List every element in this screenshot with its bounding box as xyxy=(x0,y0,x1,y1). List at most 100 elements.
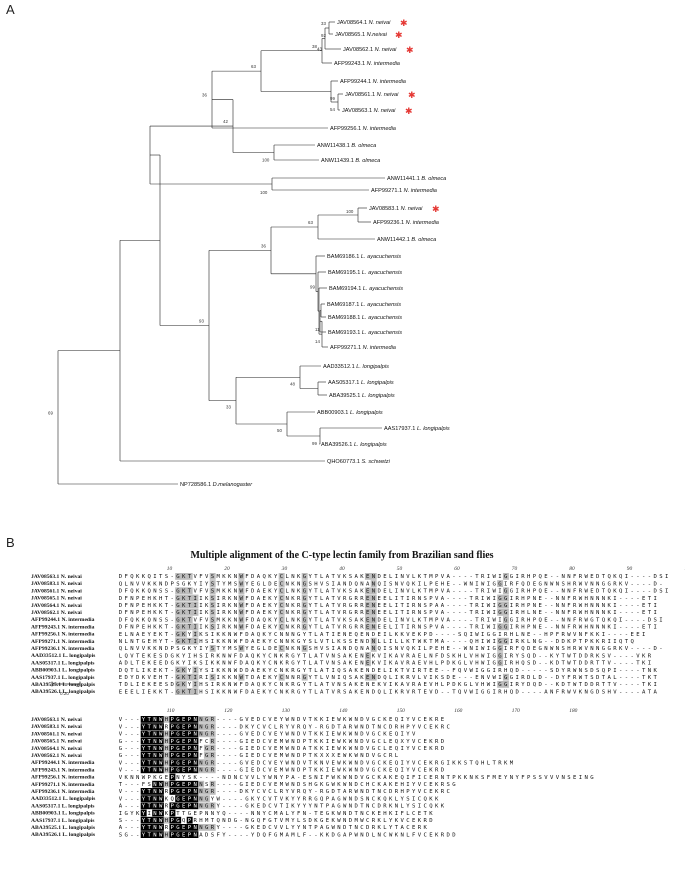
residue: E xyxy=(366,589,370,595)
residue: - xyxy=(228,739,231,745)
residue: A xyxy=(412,661,416,667)
residue: - xyxy=(608,632,611,638)
residue: C xyxy=(268,789,271,795)
residue: R xyxy=(165,789,169,795)
residue: A xyxy=(320,682,324,688)
conserved-residue-shading xyxy=(209,788,216,795)
residue: K xyxy=(222,639,226,645)
conserved-residue-shading xyxy=(192,831,199,838)
conserved-residue-shading xyxy=(497,681,504,688)
residue: P xyxy=(527,596,531,602)
residue: L xyxy=(125,632,129,638)
residue: E xyxy=(355,639,359,645)
residue: - xyxy=(464,603,467,609)
residue: H xyxy=(504,689,507,695)
residue: K xyxy=(320,746,324,752)
residue: D xyxy=(366,832,370,838)
residue: A xyxy=(343,832,347,838)
residue: - xyxy=(234,789,237,795)
residue: D xyxy=(654,589,658,595)
residue: M xyxy=(280,753,284,759)
residue: I xyxy=(245,753,248,759)
residue: K xyxy=(159,625,163,631)
sequence-name: AFP99244.1 N. intermedia xyxy=(31,617,95,623)
residue: K xyxy=(412,581,416,587)
residue: H xyxy=(199,639,202,645)
residue: K xyxy=(412,646,416,652)
residue: V xyxy=(412,675,416,681)
residue: V xyxy=(406,574,410,580)
residue: S xyxy=(343,668,346,674)
residue: E xyxy=(498,775,502,781)
residue: Y xyxy=(309,625,313,631)
residue: N xyxy=(274,653,277,659)
conserved-residue-shading xyxy=(169,773,176,781)
residue: N xyxy=(355,717,358,723)
residue: G xyxy=(176,796,180,802)
residue: P xyxy=(188,789,192,795)
residue: K xyxy=(182,668,186,674)
residue: L xyxy=(424,581,428,587)
residue: K xyxy=(320,832,324,838)
conserved-residue-shading xyxy=(152,809,159,817)
residue: - xyxy=(458,574,461,580)
residue: E xyxy=(424,768,428,774)
bootstrap-value: 63 xyxy=(251,64,256,69)
bootstrap-value: 38 xyxy=(312,44,317,49)
residue: K xyxy=(378,775,382,781)
conserved-residue-shading xyxy=(186,609,193,616)
residue: - xyxy=(222,782,225,788)
bootstrap-value: 43 xyxy=(317,47,322,52)
residue: I xyxy=(199,603,202,609)
residue: I xyxy=(406,596,409,602)
residue: A xyxy=(435,603,439,609)
residue: T xyxy=(648,625,652,631)
residue: T xyxy=(176,811,180,817)
residue: - xyxy=(452,574,455,580)
conserved-residue-shading xyxy=(370,616,377,623)
residue: E xyxy=(251,753,255,759)
ruler-tick-label: 90 xyxy=(627,566,633,572)
residue: D xyxy=(165,653,169,659)
residue: N xyxy=(441,775,444,781)
residue: W xyxy=(487,610,491,616)
residue: D xyxy=(596,574,600,580)
residue: N xyxy=(153,753,156,759)
residue: I xyxy=(625,589,628,595)
residue: K xyxy=(199,632,203,638)
conserved-residue-shading xyxy=(192,609,199,616)
residue: E xyxy=(590,574,594,580)
residue: A xyxy=(395,653,399,659)
residue: G xyxy=(205,804,209,810)
residue: D xyxy=(125,661,129,667)
residue: Y xyxy=(268,682,272,688)
residue: V xyxy=(119,717,123,723)
conserved-residue-shading xyxy=(186,795,193,802)
residue: W xyxy=(585,617,589,623)
residue: E xyxy=(360,632,364,638)
residue: V xyxy=(406,632,410,638)
conserved-residue-shading xyxy=(175,759,182,766)
residue: G xyxy=(234,818,238,824)
residue: P xyxy=(171,732,175,738)
residue: D xyxy=(240,789,244,795)
residue: R xyxy=(481,574,485,580)
residue: T xyxy=(424,617,428,623)
residue: C xyxy=(263,746,266,752)
residue: W xyxy=(493,675,497,681)
residue: - xyxy=(625,661,628,667)
residue: N xyxy=(286,646,289,652)
residue: G xyxy=(314,782,318,788)
residue: Y xyxy=(268,689,272,695)
residue: N xyxy=(401,574,404,580)
residue: N xyxy=(343,646,346,652)
residue: F xyxy=(268,832,272,838)
residue: E xyxy=(378,668,382,674)
residue: R xyxy=(372,818,376,824)
residue: S xyxy=(205,632,208,638)
residue: G xyxy=(171,653,175,659)
residue: A xyxy=(326,617,330,623)
residue: - xyxy=(136,825,139,831)
residue: V xyxy=(245,717,249,723)
residue: K xyxy=(590,632,594,638)
